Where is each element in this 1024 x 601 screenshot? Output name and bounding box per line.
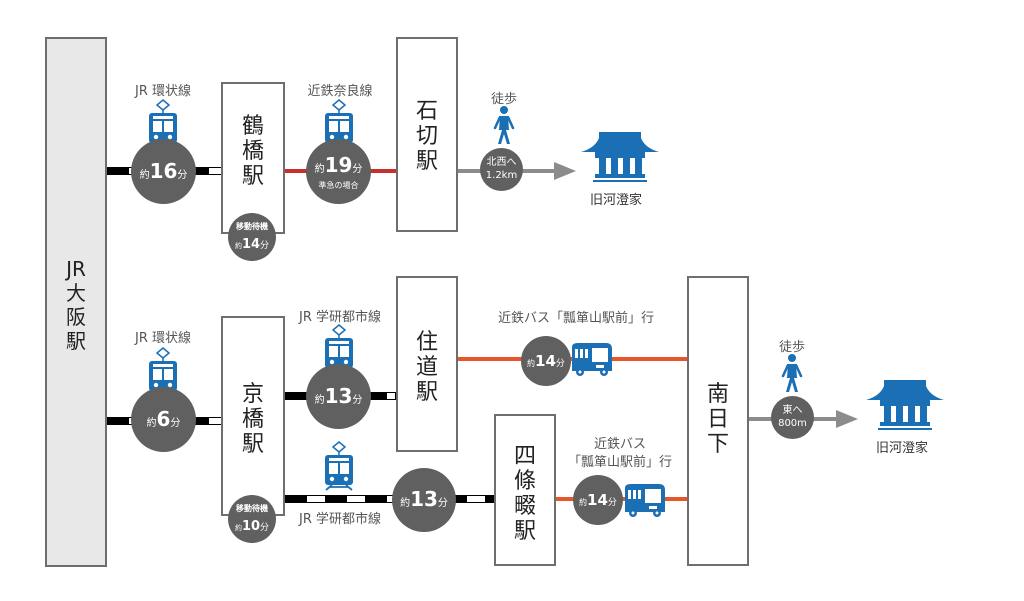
route2-bus-b-time-badge: 約14分 xyxy=(573,475,623,525)
route1-leg2-line-name: 近鉄奈良線 xyxy=(307,84,373,99)
walk-route-1-arrowhead xyxy=(554,162,576,180)
walker-icon xyxy=(781,352,803,394)
station-ishikiri-label: 石 切 駅 xyxy=(415,99,438,174)
route2-bus-a-time-badge: 約14分 xyxy=(521,336,571,386)
station-shijonawate-label: 四 條 畷 駅 xyxy=(513,444,536,544)
station-shijonawate[interactable]: 四 條 畷 駅 xyxy=(494,414,556,566)
station-minamikusaka-label: 南 日 下 xyxy=(706,382,729,457)
route2-leg2b-time-badge: 約13分 xyxy=(392,468,456,532)
route2-leg2a-line-name: JR 学研都市線 xyxy=(299,310,381,325)
route2-transfer-badge: 移動待機 約10分 xyxy=(228,495,276,543)
station-tsuruhashi-label: 鶴 橋 駅 xyxy=(241,114,264,189)
temple-icon[interactable] xyxy=(581,132,659,182)
route1-destination-label: 旧河澄家 xyxy=(590,193,643,208)
route1-leg2-time-badge: 約19分 準急の場合 xyxy=(306,139,371,204)
bus-icon xyxy=(625,484,665,517)
route1-leg1-line-name: JR 環状線 xyxy=(135,84,191,99)
station-kyobashi-label: 京 橋 駅 xyxy=(241,382,264,457)
station-suminodo[interactable]: 住 道 駅 xyxy=(396,276,458,452)
route2-leg1-time-badge: 約6分 xyxy=(131,387,196,452)
route2-leg1-line-name: JR 環状線 xyxy=(135,331,191,346)
bus-icon xyxy=(572,343,612,376)
route2-leg2b-line-name: JR 学研都市線 xyxy=(299,512,381,527)
station-jr-osaka[interactable]: JR 大 阪 駅 xyxy=(45,37,107,567)
route2-walk-badge: 東へ 800m xyxy=(771,396,814,439)
jr-gakkentoshi-line-track-b xyxy=(284,495,496,503)
station-kyobashi[interactable]: 京 橋 駅 xyxy=(221,316,285,516)
temple-icon[interactable] xyxy=(866,380,944,430)
route2-walk-label: 徒歩 xyxy=(778,340,805,355)
train-icon xyxy=(324,441,354,491)
walker-icon xyxy=(493,104,515,146)
route2-bus-a-line-name: 近鉄バス「瓢箪山駅前」行 xyxy=(497,311,654,326)
walk-route-2-arrowhead xyxy=(836,410,858,428)
station-suminodo-label: 住 道 駅 xyxy=(415,330,438,405)
route1-walk-label: 徒歩 xyxy=(490,92,517,107)
route1-leg1-time-badge: 約16分 xyxy=(131,139,196,204)
station-tsuruhashi[interactable]: 鶴 橋 駅 xyxy=(221,82,285,234)
route2-destination-label: 旧河澄家 xyxy=(876,441,929,456)
route2-bus-b-line-name-1: 近鉄バス xyxy=(593,437,646,452)
station-ishikiri[interactable]: 石 切 駅 xyxy=(396,37,458,232)
station-jr-osaka-label: JR 大 阪 駅 xyxy=(66,257,86,353)
station-minamikusaka[interactable]: 南 日 下 xyxy=(687,276,749,566)
route2-bus-b-line-name-2: 「瓢箪山駅前」行 xyxy=(567,455,672,470)
route2-leg2a-time-badge: 約13分 xyxy=(306,364,371,429)
route1-walk-badge: 北西へ 1.2km xyxy=(480,148,523,191)
route1-transfer-badge: 移動待機 約14分 xyxy=(228,213,276,261)
